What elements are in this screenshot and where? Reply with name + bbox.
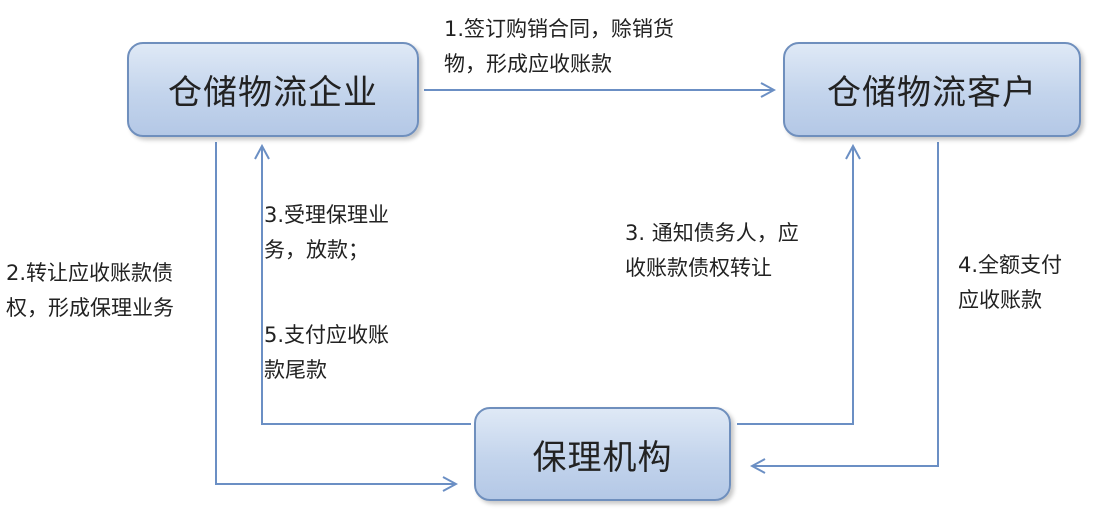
arrow-step3-5-factor-to-enterprise bbox=[262, 146, 471, 425]
arrow-step3-factor-to-customer bbox=[737, 146, 853, 425]
arrow-step2-enterprise-to-factor bbox=[215, 142, 456, 484]
label-step1-sign-contract: 1.签订购销合同，赊销货 物，形成应收账款 bbox=[444, 17, 675, 76]
label-step3-notify-debtor: 3. 通知债务人，应 收账款债权转让 bbox=[625, 221, 799, 280]
node-warehouse-logistics-enterprise: 仓储物流企业 bbox=[127, 42, 419, 137]
label-step3-accept-and-lend: 3.受理保理业 务，放款； bbox=[264, 203, 390, 262]
label-step4-full-payment: 4.全额支付 应收账款 bbox=[958, 253, 1063, 312]
node-warehouse-logistics-customer: 仓储物流客户 bbox=[783, 42, 1081, 137]
label-step2-transfer-receivables: 2.转让应收账款债 权，形成保理业务 bbox=[6, 261, 174, 320]
label-step5-pay-balance: 5.支付应收账 款尾款 bbox=[264, 323, 390, 382]
node-factoring-institution: 保理机构 bbox=[474, 407, 731, 501]
arrow-step4-customer-to-factor bbox=[752, 142, 939, 466]
